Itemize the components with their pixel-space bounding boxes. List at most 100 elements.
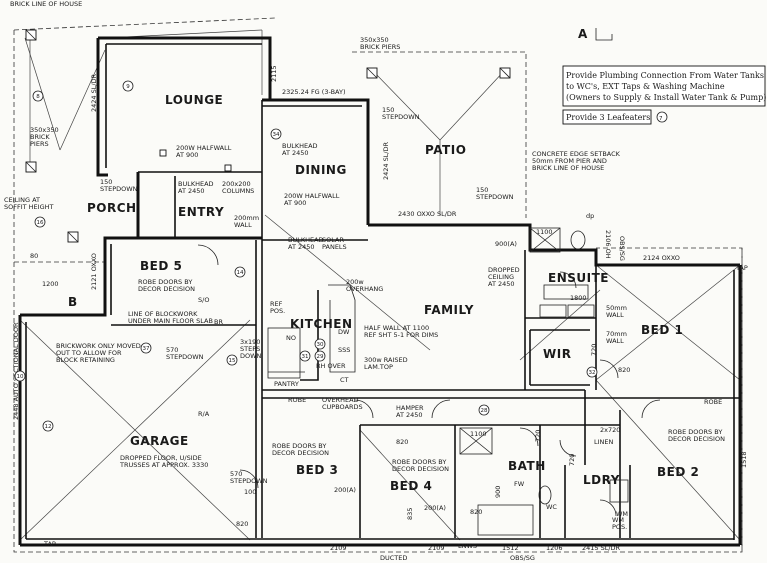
- leafeaters-note-box: [562, 109, 652, 125]
- label-ref-pos-line-2: POS.: [270, 307, 285, 315]
- ref-circle-number: 14: [237, 270, 244, 276]
- label-stepdown-570-line-2: STEPDOWN: [166, 353, 204, 361]
- label-dim-2109-b: 2109: [428, 544, 445, 552]
- label-dropped-ceiling-line-3: AT 2450: [488, 280, 515, 288]
- label-raised-top-line-1: 300w RAISED: [364, 356, 408, 364]
- label-obs-sg: OBS/SG: [618, 236, 626, 261]
- label-dim-200a-bed3: 200(A): [334, 486, 356, 494]
- label-fg-3bay: 2325.24 FG (3-BAY): [282, 88, 345, 96]
- label-ct: CT: [340, 376, 349, 384]
- label-stepdown-150-porch-line-2: STEPDOWN: [100, 185, 138, 193]
- label-blockwork-line-1: LINE OF BLOCKWORK: [128, 310, 198, 318]
- label-halfwall-lounge-line-1: 200W HALFWALL: [176, 144, 232, 152]
- label-robe: ROBE: [288, 396, 306, 404]
- label-halfwall-dining-line-1: 200W HALFWALL: [284, 192, 340, 200]
- label-dim-820-a: 820: [396, 438, 408, 446]
- ref-circle-number: 9: [126, 84, 130, 90]
- label-s0: S/O: [198, 296, 209, 304]
- leafeaters-note: Provide 3 Leafeaters: [566, 113, 650, 122]
- label-dim-80: 80: [30, 252, 38, 260]
- label-dim-1206: 1206: [546, 544, 563, 552]
- label-dim-2424-sl: 2424 SL/DR: [90, 73, 98, 112]
- plumbing-note-line-1: Provide Plumbing Connection From Water T…: [566, 71, 764, 80]
- label-overhang-line-1: 200w: [346, 278, 364, 286]
- room-bath: BATH: [508, 459, 546, 473]
- label-steps-down-line-1: 3x190: [240, 338, 260, 346]
- label-dim-2424-sl-patio: 2424 SL/DR: [382, 141, 390, 180]
- label-ceiling-soffit-line-1: CEILING AT: [4, 196, 40, 204]
- label-overhang-line-2: OVERHANG: [346, 285, 383, 293]
- label-wm-pos-line-1: WM: [612, 516, 624, 524]
- label-stepdown-570-line-1: 570: [166, 346, 178, 354]
- label-tap: TAP: [735, 264, 748, 272]
- label-ceiling-soffit-line-2: SOFFIT HEIGHT: [4, 203, 54, 211]
- room-bed3: BED 3: [296, 463, 338, 477]
- label-brick-piers-left-line-1: 350x350: [30, 126, 59, 134]
- label-sss: SSS: [338, 346, 350, 354]
- label-dropped-floor-line-1: DROPPED FLOOR, U/SIDE: [120, 454, 202, 462]
- room-linen: LINEN: [594, 438, 614, 446]
- plumbing-note-line-3: (Owners to Supply & Install Water Tank &…: [566, 93, 766, 102]
- room-patio: PATIO: [425, 143, 466, 157]
- ref-circle: [226, 354, 238, 366]
- label-halfwall-1100-line-1: HALF WALL AT 1100: [364, 324, 429, 332]
- label-b-marker: B: [68, 295, 78, 309]
- external-walls: [18, 36, 742, 547]
- label-stepdown-150-patio-line-2: STEPDOWN: [382, 113, 420, 121]
- ensuite-fixtures: [529, 227, 595, 318]
- label-bulkhead-entry-line-1: BULKHEAD: [178, 180, 214, 188]
- label-dim-720-b: 720: [534, 430, 542, 442]
- label-dw: DW: [338, 328, 350, 336]
- label-bulkhead-entry-line-2: AT 2450: [178, 187, 205, 195]
- door-swings: [197, 244, 661, 517]
- label-hamper-line-2: AT 2450: [396, 411, 423, 419]
- label-stepdown-150-patio2-line-1: 150: [476, 186, 488, 194]
- label-fw: FW: [514, 480, 525, 488]
- label-dim-820-c: 820: [618, 366, 630, 374]
- ref-circle-number: 15: [229, 358, 236, 364]
- label-bulkhead-dining-line-2: AT 2450: [282, 149, 309, 157]
- label-dim-2415: 2415 SL/DR: [582, 544, 621, 552]
- label-robe-bed3-doors-line-1: ROBE DOORS BY: [272, 442, 326, 450]
- label-dim-2106: 2106 OH: [604, 230, 612, 259]
- label-robe-bed5-line-1: ROBE DOORS BY: [138, 278, 192, 286]
- label-robe-bed5-line-2: DECOR DECISION: [138, 285, 195, 293]
- label-wall-200mm-line-2: WALL: [234, 221, 252, 229]
- label-dim-820-b: 820: [236, 520, 248, 528]
- label-robe-bed1: ROBE: [704, 398, 722, 406]
- label-concrete-edge-line-3: BRICK LINE OF HOUSE: [532, 164, 604, 172]
- label-halfwall-lounge-line-2: AT 900: [176, 151, 198, 159]
- label-halfwall-1100-line-2: REF SHT 5-1 FOR DIMS: [364, 331, 438, 339]
- label-bulkhead-solar-line-2: AT 2450: [288, 243, 315, 251]
- ref-circle-number: 31: [302, 354, 309, 360]
- plumbing-note-box: [562, 65, 766, 107]
- label-brickwork-moved-line-1: BRICKWORK ONLY MOVED: [56, 342, 141, 350]
- room-pantry: PANTRY: [274, 380, 299, 388]
- label-robe-bed3-doors-line-2: DECOR DECISION: [272, 449, 329, 457]
- label-brickwork-moved-line-3: BLOCK RETAINING: [56, 356, 115, 364]
- label-blockwork-line-2: UNDER MAIN FLOOR SLAB: [128, 317, 213, 325]
- plumbing-note-line-2: to WC's, EXT Taps & Washing Machine: [566, 82, 725, 91]
- label-stepdown-150-patio-line-1: 150: [382, 106, 394, 114]
- ref-circle-number: 12: [45, 424, 52, 430]
- ref-circle: [299, 350, 311, 362]
- room-porch: PORCH: [87, 201, 137, 215]
- ref-circle-number: 8: [36, 94, 40, 100]
- room-ldry: LDRY: [583, 473, 620, 487]
- ref-circle: [586, 366, 598, 378]
- label-brick-piers-top-line-1: 350x350: [360, 36, 389, 44]
- label-dropped-ceiling-line-1: DROPPED: [488, 266, 520, 274]
- label-dim-820-d: 820: [470, 508, 482, 516]
- title-mark: A: [578, 27, 588, 41]
- label-robe-bed2-doors-line-2: DECOR DECISION: [668, 435, 725, 443]
- label-dropped-floor-line-2: TRUSSES AT APPROX. 3330: [119, 461, 208, 469]
- label-dim-2109-a: 2109: [330, 544, 347, 552]
- roof-outline: [13, 17, 743, 553]
- ref-circle-number: 10: [17, 374, 24, 380]
- label-robe-bed2-doors-line-1: ROBE DOORS BY: [668, 428, 722, 436]
- label-brick-line: BRICK LINE OF HOUSE: [10, 0, 82, 8]
- label-wm: WM: [616, 510, 628, 518]
- room-wc: WC: [546, 503, 557, 511]
- label-stepdown-150-patio2-line-2: STEPDOWN: [476, 193, 514, 201]
- ref-circle: [478, 404, 490, 416]
